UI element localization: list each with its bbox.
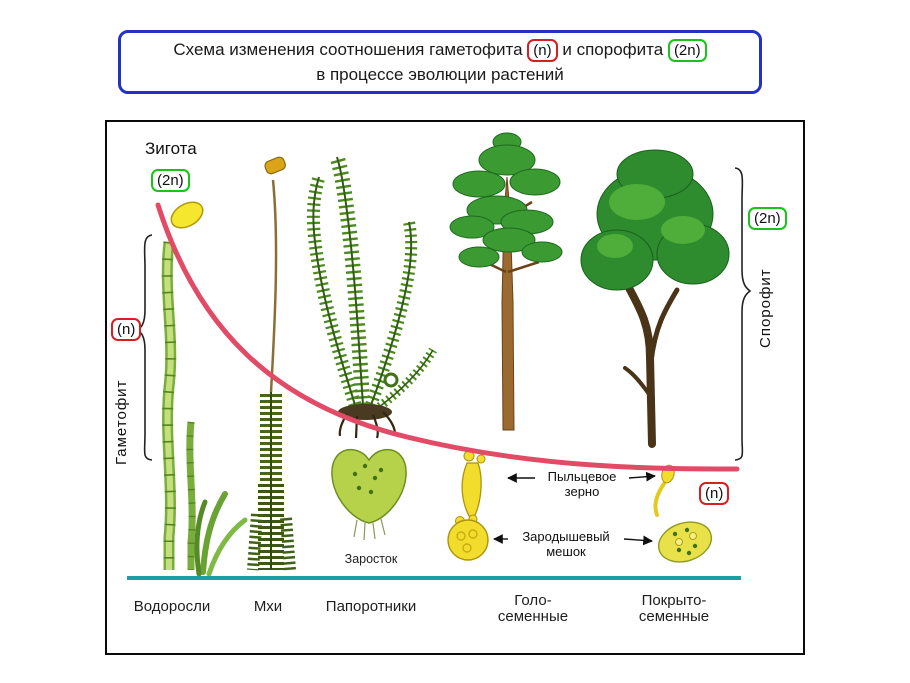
right-pollen-illustration — [653, 464, 675, 517]
pollen-arrow-right — [628, 471, 656, 482]
embryo-sac-label-line2: мешок — [546, 544, 586, 559]
sporophyte-brace — [734, 167, 752, 461]
axis-label-angiosperms: Покрыто- семенные — [609, 593, 739, 625]
embryo-arrow-right — [623, 535, 653, 546]
axis-label-angiosperms-line2: семенные — [638, 608, 710, 625]
broadleaf-tree-illustration — [580, 149, 730, 448]
title-ploidy-n-badge: (n) — [527, 39, 558, 62]
axis-label-angiosperms-line1: Покрыто- — [641, 592, 707, 609]
algae-illustration — [161, 241, 248, 577]
diagram-art — [127, 132, 752, 580]
gametophyte-brace — [135, 234, 153, 461]
axis-label-gymnosperms-line1: Голо- — [514, 592, 552, 609]
sporophyte-ploidy-badge: (2n) — [748, 207, 787, 230]
title-ploidy-2n-badge: (2n) — [667, 39, 707, 62]
embryo-sac-label: Зародышевый мешок — [510, 529, 622, 559]
moss-illustration — [247, 156, 296, 571]
sporophyte-label: Спорофит — [757, 268, 774, 348]
pollen-grain-label: Пыльцевое зерно — [537, 469, 627, 499]
embryo-sac-illustration — [447, 514, 489, 561]
prothallus-illustration — [331, 448, 407, 541]
fern-illustration — [306, 154, 437, 439]
title-box: Схема изменения соотношения гаметофита (… — [118, 30, 762, 94]
pine-illustration — [449, 132, 563, 431]
right-ploidy-badge: (n) — [699, 482, 730, 505]
pollen-grain-illustration — [461, 450, 486, 523]
title-text-2: и спорофита — [562, 40, 664, 59]
gametophyte-label: Гаметофит — [113, 379, 130, 465]
title-text-1: Схема изменения соотношения гаметофита — [173, 40, 523, 59]
pollen-grain-label-line2: зерно — [564, 484, 600, 499]
axis-label-ferns-line1: Папоротники — [325, 598, 417, 615]
axis-label-gymnosperms-line2: семенные — [497, 608, 569, 625]
axis-label-gymnosperms: Голо- семенные — [468, 593, 598, 625]
axis-label-mosses: Мхи — [203, 599, 333, 615]
axis-label-ferns: Папоротники — [306, 599, 436, 615]
zygote-cell — [170, 201, 204, 229]
axis-label-algae-line1: Водоросли — [133, 598, 211, 615]
axis-label-algae: Водоросли — [107, 599, 237, 615]
prothallus-label: Заросток — [344, 552, 398, 566]
gametophyte-ploidy-badge: (n) — [111, 318, 142, 341]
title-line-2: в процессе эволюции растений — [316, 65, 564, 84]
right-embryo-sac-illustration — [657, 521, 713, 563]
zygote-label: Зигота — [145, 139, 197, 158]
pollen-grain-label-line1: Пыльцевое — [547, 469, 617, 484]
diagram-box: Зигота (2n) (n) Гаметофит (2n) Спорофит … — [105, 120, 805, 655]
title-line-1: Схема изменения соотношения гаметофита (… — [173, 37, 707, 62]
zygote-ploidy-badge: (2n) — [151, 169, 190, 192]
embryo-sac-label-line1: Зародышевый — [522, 529, 610, 544]
ratio-curve — [155, 202, 740, 472]
axis-label-mosses-line1: Мхи — [253, 598, 283, 615]
